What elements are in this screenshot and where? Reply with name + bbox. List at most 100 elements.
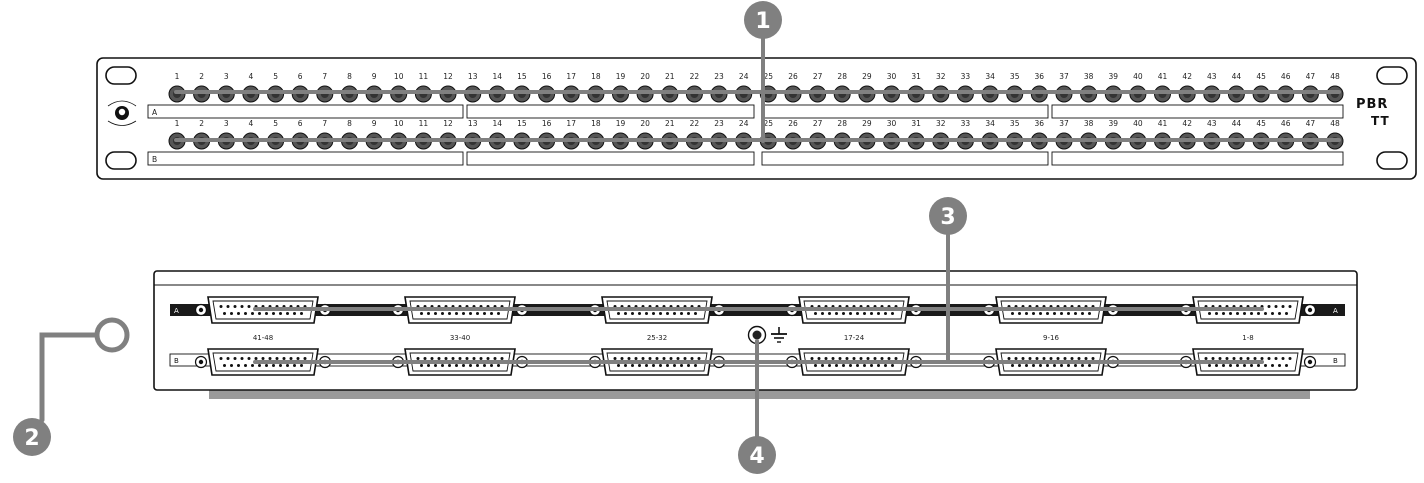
jack-number: 46 [1281,119,1291,128]
row-b-label: B [152,155,157,164]
connector-channel-label: 33-40 [450,334,470,342]
jack-number: 33 [961,72,971,81]
jack-number: 7 [322,119,327,128]
jack-number: 36 [1035,119,1045,128]
jack-number: 18 [591,72,601,81]
jack-number: 43 [1207,72,1217,81]
rack-ear-slot [1376,151,1408,170]
jack-number: 11 [419,119,429,128]
callout-4-label: 4 [749,444,764,469]
jack-number: 3 [224,119,229,128]
jack-number: 4 [249,72,254,81]
brand-logo [107,100,137,126]
jack-number: 3 [224,72,229,81]
jack-number: 21 [665,72,675,81]
jack-number: 7 [322,72,327,81]
jack-number: 42 [1182,119,1192,128]
label-strip-segment [761,104,1049,119]
jack-number: 23 [714,72,724,81]
jack-number: 29 [862,72,872,81]
rack-ear-slot [105,151,137,170]
jack-number: 24 [739,119,749,128]
rear-panel-shadow [209,390,1310,399]
jack-number: 9 [372,72,377,81]
ground-icon [771,327,787,343]
callout-2: 2 [13,418,51,456]
jack-number: 28 [837,72,847,81]
jack-number: 48 [1330,72,1340,81]
jack-number: 32 [936,72,946,81]
label-strip-segment [466,151,755,166]
jack-number: 44 [1232,72,1242,81]
jack-number: 14 [493,72,503,81]
jack-number: 1 [175,72,180,81]
callout-3-label: 3 [940,205,955,230]
jack-number: 38 [1084,72,1094,81]
jack-number: 35 [1010,72,1020,81]
connector-channel-label: 17-24 [844,334,865,342]
jack-number: 38 [1084,119,1094,128]
jack-number: 10 [394,72,404,81]
rear-row-a-label-right: A [1333,307,1338,315]
jack-number: 32 [936,119,946,128]
jack-number: 34 [985,72,995,81]
jack-number: 45 [1256,119,1266,128]
row-b-label-strip: B [147,151,1344,166]
jack-number: 33 [961,119,971,128]
jack-number: 27 [813,119,823,128]
jack-number: 13 [468,119,478,128]
jack-number: 25 [764,72,774,81]
jack-number: 17 [566,72,576,81]
jack-number: 28 [837,119,847,128]
model-name-line2: TT [1371,114,1390,128]
callout-3: 3 [929,197,967,235]
jack-number: 31 [911,72,921,81]
jack-number: 31 [911,119,921,128]
jack-number: 15 [517,119,527,128]
jack-number: 20 [640,119,650,128]
jack-number: 15 [517,72,527,81]
label-strip-segment [466,104,755,119]
label-strip-segment [1051,151,1344,166]
row-a-label: A [152,108,158,117]
rack-ear-slot [105,66,137,85]
callout-1: 1 [744,1,782,39]
jack-number: 2 [199,72,204,81]
jack-number: 23 [714,119,724,128]
jack-number: 20 [640,72,650,81]
jack-number: 48 [1330,119,1340,128]
jack-number: 2 [199,119,204,128]
jack-number: 1 [175,119,180,128]
jack-number: 8 [347,72,352,81]
jack-number: 10 [394,119,404,128]
model-name-line1: PBR [1356,97,1388,112]
label-strip-segment [147,104,464,119]
rack-ear-slot [1376,66,1408,85]
jack-number: 12 [443,72,453,81]
jack-number: 42 [1182,72,1192,81]
rear-row-b-label-left: B [174,357,179,365]
callout-4: 4 [738,436,776,474]
jack-number: 41 [1158,72,1168,81]
connector-channel-label: 41-48 [253,334,273,342]
callout-1-label: 1 [755,9,770,34]
jack-number: 35 [1010,119,1020,128]
rear-row-a-label-left: A [174,307,179,315]
jack-number: 12 [443,119,453,128]
label-strip-segment [1051,104,1344,119]
jack-number: 21 [665,119,675,128]
jack-number: 37 [1059,72,1069,81]
jack-number: 13 [468,72,478,81]
jack-number: 22 [690,119,700,128]
jack-number: 39 [1109,72,1119,81]
jack-number: 11 [419,72,429,81]
jack-number: 24 [739,72,749,81]
connector-channel-label: 25-32 [647,334,667,342]
jack-number: 5 [273,119,278,128]
jack-number: 43 [1207,119,1217,128]
connector-channel-label: 9-16 [1043,334,1059,342]
